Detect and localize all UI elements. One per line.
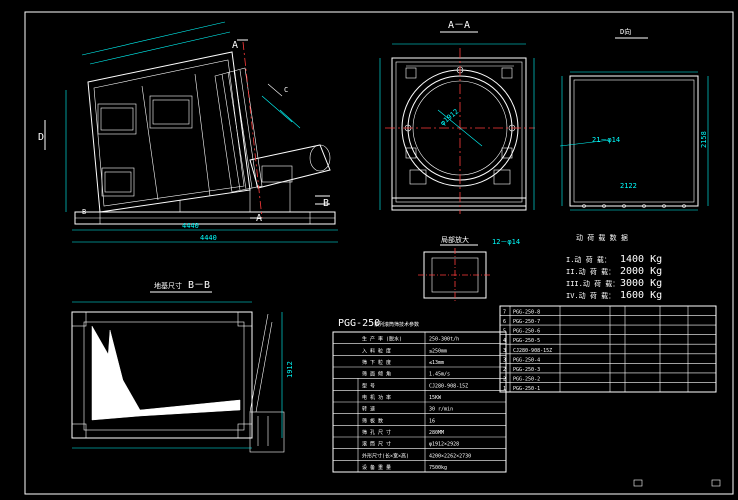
load-value: 3000 Kg <box>620 278 662 289</box>
part-no: 1 <box>503 386 506 392</box>
spec-title: PGG-250 <box>338 318 380 329</box>
part-code: PGG-250-4 <box>513 357 540 363</box>
part-no: 4 <box>503 338 506 344</box>
section-mark-b-right: B <box>323 198 329 209</box>
part-no: 6 <box>503 319 506 325</box>
section-bb-prefix: 地基尺寸 <box>154 281 182 290</box>
part-no: 3 <box>503 348 506 354</box>
frame-bolt-dim: 21－φ14 <box>592 136 620 144</box>
section-mark-b: B <box>82 208 86 216</box>
load-data: 动 荷 载 数 据 I.动 荷 载： 1400 Kg II.动 荷 载： 2000 K… <box>566 233 662 301</box>
spec-row-value: 16 <box>429 418 435 424</box>
spec-row-value: 30 r/min <box>429 407 453 413</box>
spec-row-name: 型 号 <box>362 382 375 389</box>
load-label: IV.动 荷 载： <box>566 291 615 300</box>
frame-height-dim: 2158 <box>700 131 708 148</box>
spec-row-value: 280MM <box>429 430 444 436</box>
spec-row-name: 设 备 重 量 <box>362 464 391 471</box>
spec-row-name: 筛 面 倾 角 <box>362 371 391 378</box>
parts-list: 7 PGG-250-8 6 PGG-250-7 5 PGG-250-6 4 PGG-250-5… <box>499 305 717 393</box>
view-mark-d: D <box>38 132 44 143</box>
spec-row-value: ≤13mm <box>429 360 444 366</box>
part-code: PGG-250-3 <box>513 367 540 373</box>
spec-row-value: 1.45m/s <box>429 372 450 378</box>
section-aa-title: A－A <box>448 20 470 31</box>
square-detail: 局部放大 12－φ14 <box>418 235 520 302</box>
side-view: A A C D B B 4440 4440 <box>38 21 338 243</box>
spec-subtitle: 系列滚筒筛技术参数 <box>374 321 419 328</box>
part-no: 2 <box>503 367 506 373</box>
square-hole-dim: 12－φ14 <box>492 238 520 246</box>
frame-view: D向 2122 2158 21－φ14 <box>559 27 709 211</box>
spec-row-name: 生 产 率 (脱水) <box>362 336 402 343</box>
load-value: 1600 Kg <box>620 290 662 301</box>
section-mark-a-bottom: A <box>256 213 262 224</box>
ring-diameter-dim: φ1912 <box>439 108 460 128</box>
load-value: 2000 Kg <box>620 266 662 277</box>
frame-view-title: D向 <box>620 27 631 36</box>
part-no: 7 <box>503 310 506 316</box>
spec-table: PGG-250 系列滚筒筛技术参数 生 产 率 (脱水) 250-300t/h 入 … <box>332 318 507 473</box>
part-no: 2 <box>503 376 506 382</box>
section-aa-view: A－A φ1912 <box>379 20 535 214</box>
spec-row-name: 筛 孔 尺 寸 <box>362 429 391 436</box>
spec-row-name: 筛 下 粒 度 <box>362 359 391 366</box>
load-label: II.动 荷 载： <box>566 267 615 276</box>
part-code: PGG-250-8 <box>513 310 540 316</box>
side-bottom-dim: 4440 <box>200 234 217 242</box>
spec-row-value: 4200×2262×2730 <box>429 453 471 459</box>
section-bb-view: 地基尺寸 B－B 1912 <box>71 280 294 453</box>
part-no: 5 <box>503 329 506 335</box>
spec-row-name: 外形尺寸(长×宽×高) <box>362 452 409 459</box>
spec-row-name: 转 速 <box>362 406 375 413</box>
square-detail-title: 局部放大 <box>441 235 469 244</box>
detail-mark-c: C <box>284 86 288 94</box>
load-value: 1400 Kg <box>620 254 662 265</box>
bb-height-dim: 1912 <box>286 361 294 378</box>
spec-row-name: 滚 筒 尺 寸 <box>362 441 391 448</box>
load-title: 动 荷 载 数 据 <box>576 233 628 242</box>
spec-row-name: 筛 板 数 <box>362 417 383 424</box>
part-no: 3 <box>503 357 506 363</box>
part-code: PGG-250-7 <box>513 319 540 325</box>
side-width-dim: 4440 <box>182 222 199 230</box>
sheet-border <box>24 11 734 495</box>
spec-row-value: φ1912×2928 <box>429 442 459 448</box>
spec-row-name: 电 机 功 率 <box>362 394 391 401</box>
spec-row-value: ≤250mm <box>429 348 447 354</box>
spec-row-value: 250-300t/h <box>429 337 459 343</box>
part-code: CJ280-908-15Z <box>513 348 552 354</box>
part-code: PGG-250-2 <box>513 376 540 382</box>
part-code: PGG-250-1 <box>513 386 540 392</box>
section-bb-title: B－B <box>188 280 210 291</box>
part-code: PGG-250-5 <box>513 338 540 344</box>
part-code: PGG-250-6 <box>513 329 540 335</box>
spec-row-name: 入 料 粒 度 <box>362 347 391 354</box>
section-mark-a-top: A <box>232 40 238 51</box>
spec-row-value: 15KW <box>429 395 442 401</box>
spec-row-value: 7500kg <box>429 465 447 471</box>
load-label: III.动 荷 载： <box>566 279 619 288</box>
spec-row-value: CJ280-908-15Z <box>429 383 468 389</box>
load-label: I.动 荷 载： <box>566 255 611 264</box>
frame-width-dim: 2122 <box>620 182 637 190</box>
